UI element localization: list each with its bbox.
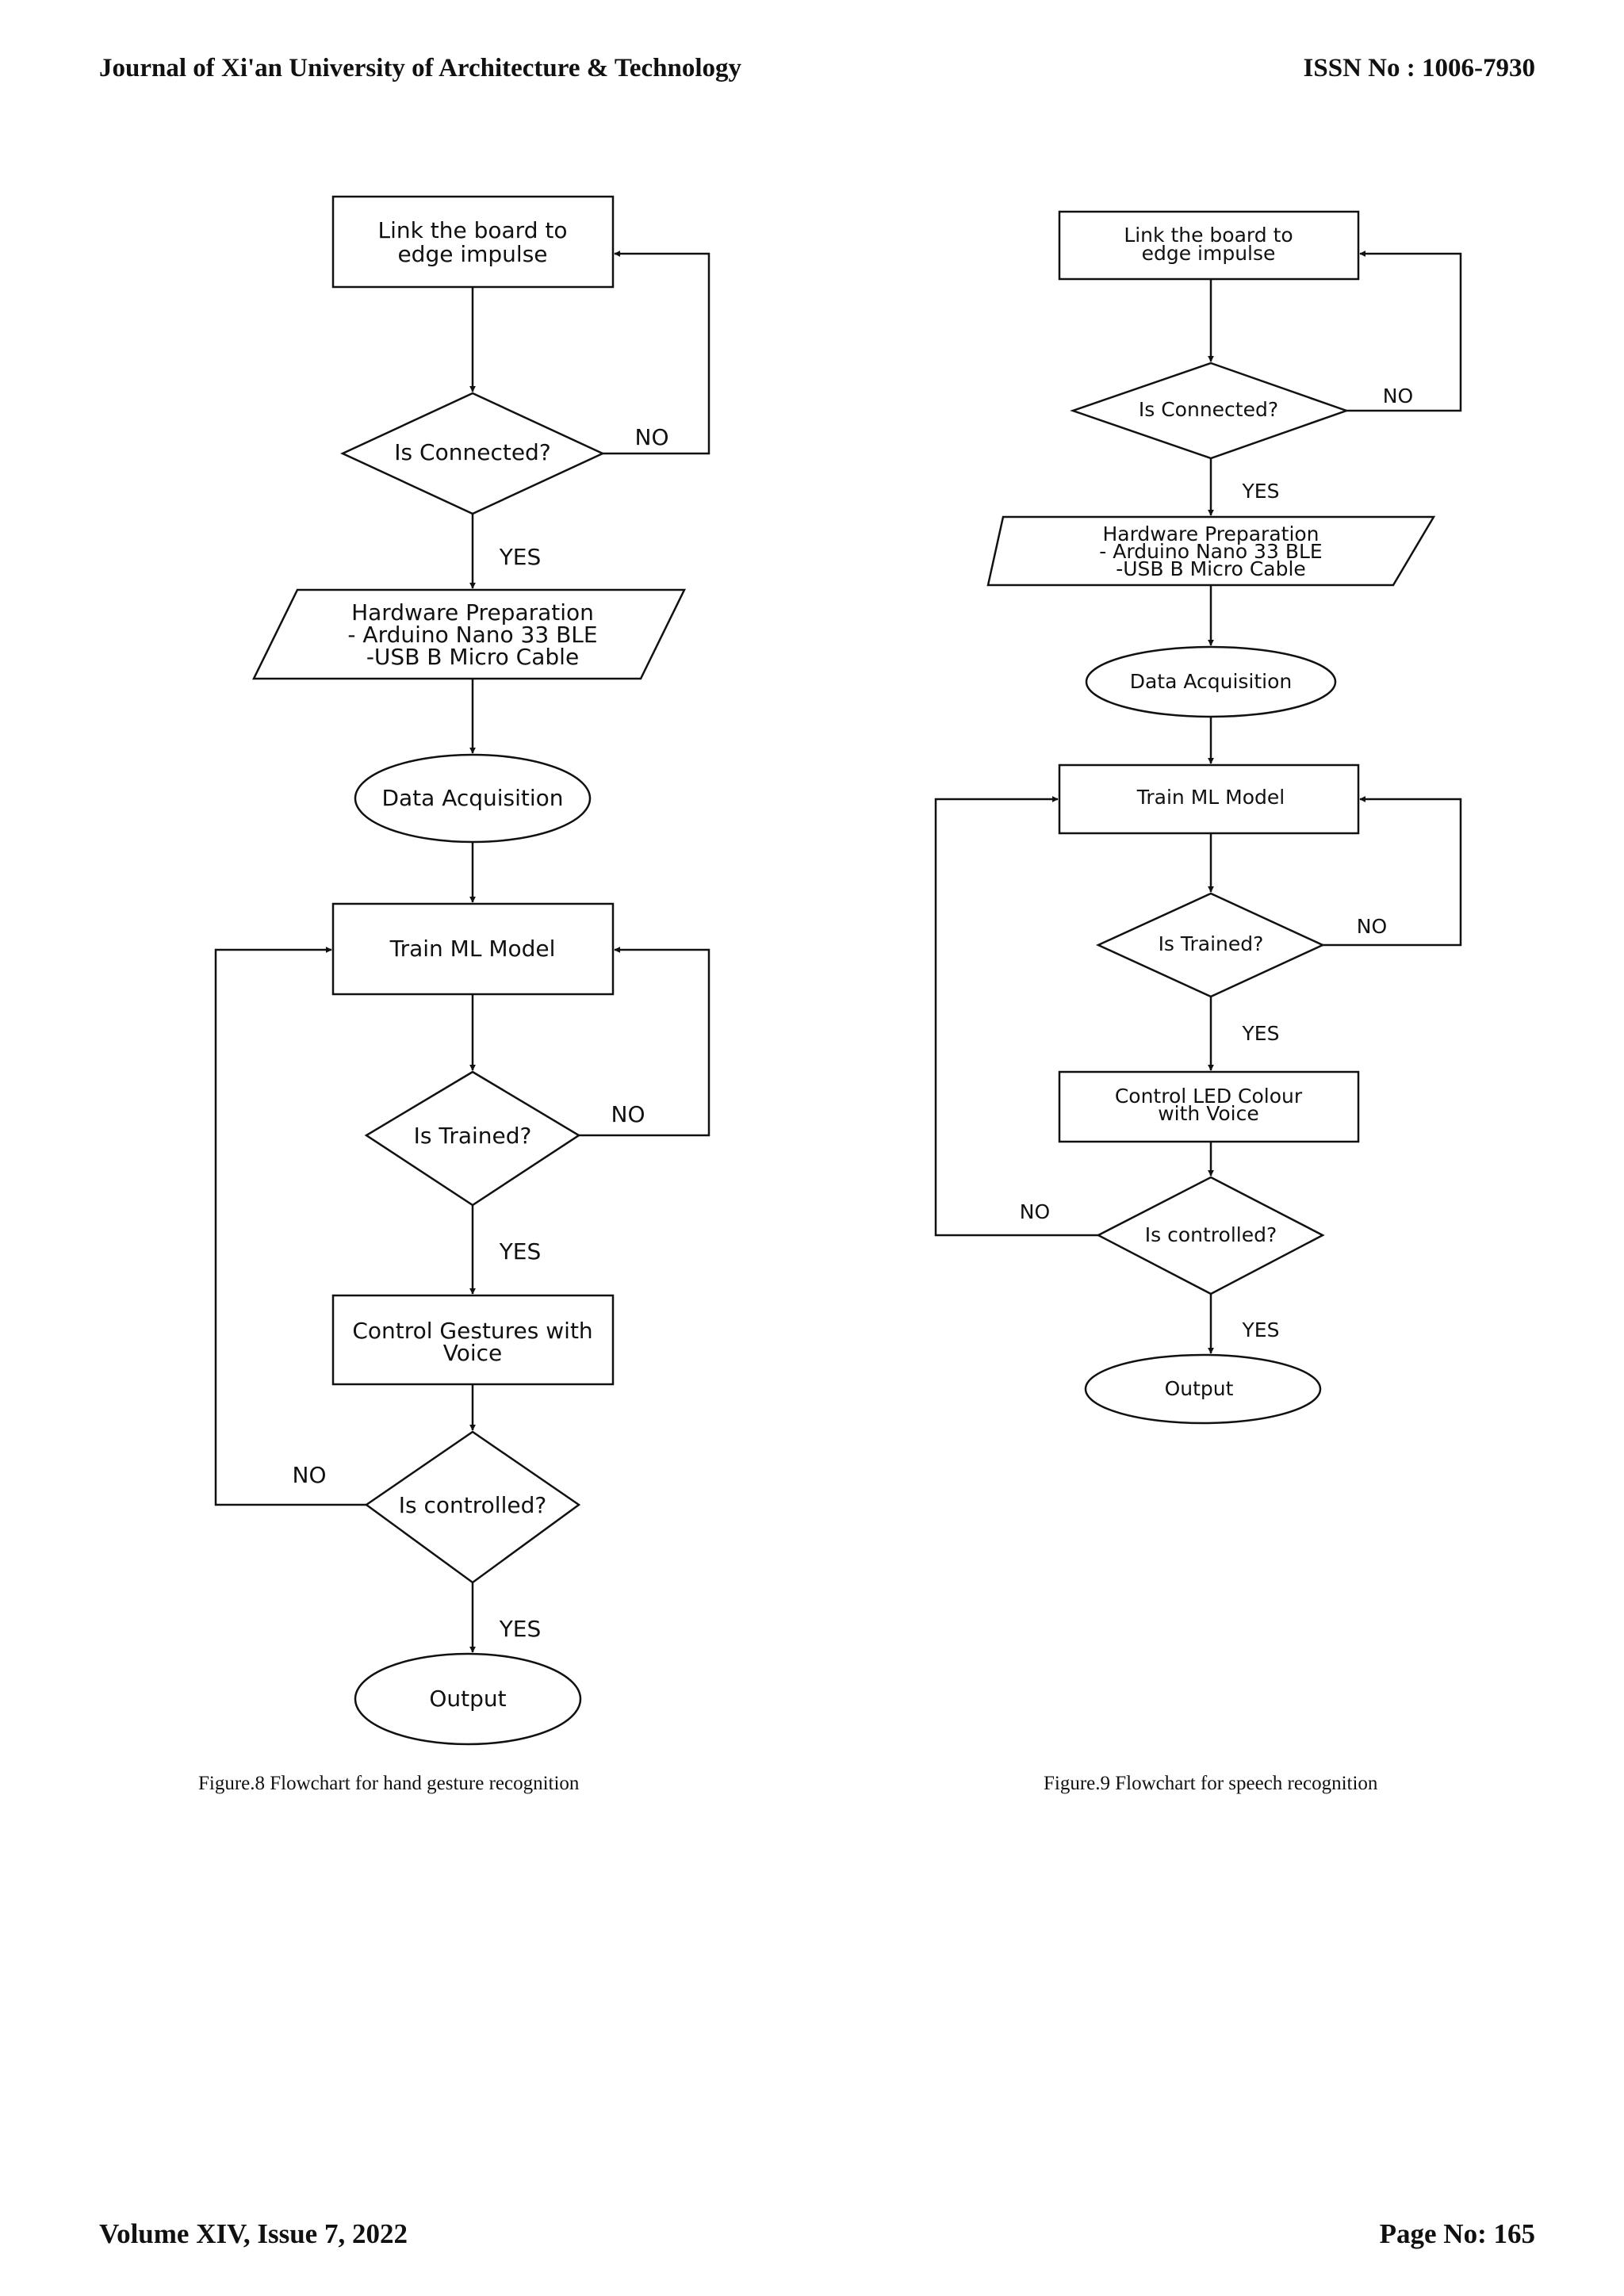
fig8-output-oval (354, 1652, 582, 1746)
fig8-yes-label-1: YES (499, 544, 542, 570)
fig8-loop-controlled-no (214, 947, 366, 1506)
fig9-train-box (1058, 763, 1360, 835)
fig9-no-label-3: NO (1020, 1200, 1050, 1223)
fig9-acquisition-text: Data Acquisition (1130, 670, 1293, 693)
fig9-connected-text: Is Connected? (1139, 398, 1278, 421)
page-number: Page No: 165 (1379, 2218, 1535, 2249)
fig8-yes-label-2: YES (499, 1238, 542, 1265)
fig9-yes-label-2: YES (1242, 1022, 1280, 1045)
figure9-caption: Figure.9 Flowchart for speech recognitio… (1044, 1773, 1378, 1794)
fig9-output-text: Output (1165, 1377, 1234, 1400)
fig8-no-label-2: NO (611, 1101, 645, 1127)
fig8-control-box (331, 1294, 615, 1386)
fig8-hardware-parallelogram (251, 588, 687, 680)
volume-issue: Volume XIV, Issue 7, 2022 (99, 2218, 408, 2249)
fig8-connected-text: Is Connected? (394, 439, 550, 465)
issn-number: ISSN No : 1006-7930 (1303, 54, 1535, 82)
fig8-trained-text: Is Trained? (414, 1123, 532, 1149)
fig8-hardware-text-3: -USB B Micro Cable (366, 644, 579, 670)
fig9-no-label-1: NO (1383, 385, 1413, 408)
fig8-output-text: Output (429, 1686, 506, 1712)
fig8-hardware-text-1: Hardware Preparation (351, 599, 594, 626)
figure9-labels: Link the board to edge impulse Is Connec… (1020, 224, 1413, 1400)
fig9-hardware-text-2: - Arduino Nano 33 BLE (1099, 540, 1322, 563)
fig9-output-oval (1084, 1353, 1322, 1425)
fig9-link-text-2: edge impulse (1142, 242, 1276, 265)
figure9-flowchart (934, 210, 1462, 1425)
fig9-train-text: Train ML Model (1136, 786, 1285, 809)
fig9-loop-controlled-no (934, 796, 1098, 1237)
fig9-hardware-text-3: -USB B Micro Cable (1116, 557, 1306, 580)
fig9-hardware-text-1: Hardware Preparation (1102, 522, 1319, 545)
fig9-link-text-1: Link the board to (1124, 224, 1293, 247)
fig8-no-label-3: NO (293, 1462, 327, 1488)
fig9-no-label-2: NO (1357, 915, 1387, 938)
fig8-no-label-1: NO (635, 424, 669, 450)
fig8-loop-connected-no (603, 251, 710, 455)
fig9-controlled-text: Is controlled? (1145, 1223, 1277, 1246)
fig9-loop-connected-no (1346, 251, 1462, 412)
fig8-control-text-1: Control Gestures with (352, 1318, 592, 1344)
fig9-control-text-1: Control LED Colour (1115, 1085, 1303, 1108)
fig9-control-text-2: with Voice (1158, 1102, 1259, 1125)
fig8-loop-trained-no (579, 947, 710, 1137)
fig8-controlled-text: Is controlled? (399, 1492, 546, 1518)
fig9-yes-label-3: YES (1242, 1318, 1280, 1341)
figure8-labels: Link the board to edge impulse Is Connec… (293, 217, 669, 1712)
fig8-acquisition-text: Data Acquisition (381, 785, 563, 811)
fig9-loop-trained-no (1323, 796, 1462, 947)
fig8-yes-label-3: YES (499, 1616, 542, 1642)
fig9-yes-label-1: YES (1242, 480, 1280, 503)
fig8-control-text-2: Voice (443, 1340, 503, 1366)
journal-title: Journal of Xi'an University of Architect… (99, 54, 742, 82)
fig8-link-text-2: edge impulse (397, 241, 547, 267)
fig9-control-box (1058, 1070, 1360, 1143)
fig8-hardware-text-2: - Arduino Nano 33 BLE (347, 622, 597, 648)
fig8-link-text-1: Link the board to (378, 217, 568, 243)
fig9-link-box (1058, 210, 1360, 281)
fig9-hardware-parallelogram (986, 515, 1436, 587)
fig9-trained-text: Is Trained? (1159, 932, 1264, 955)
fig8-train-text: Train ML Model (389, 936, 556, 962)
figure8-caption: Figure.8 Flowchart for hand gesture reco… (198, 1773, 580, 1794)
figure8-flowchart (214, 195, 710, 1746)
